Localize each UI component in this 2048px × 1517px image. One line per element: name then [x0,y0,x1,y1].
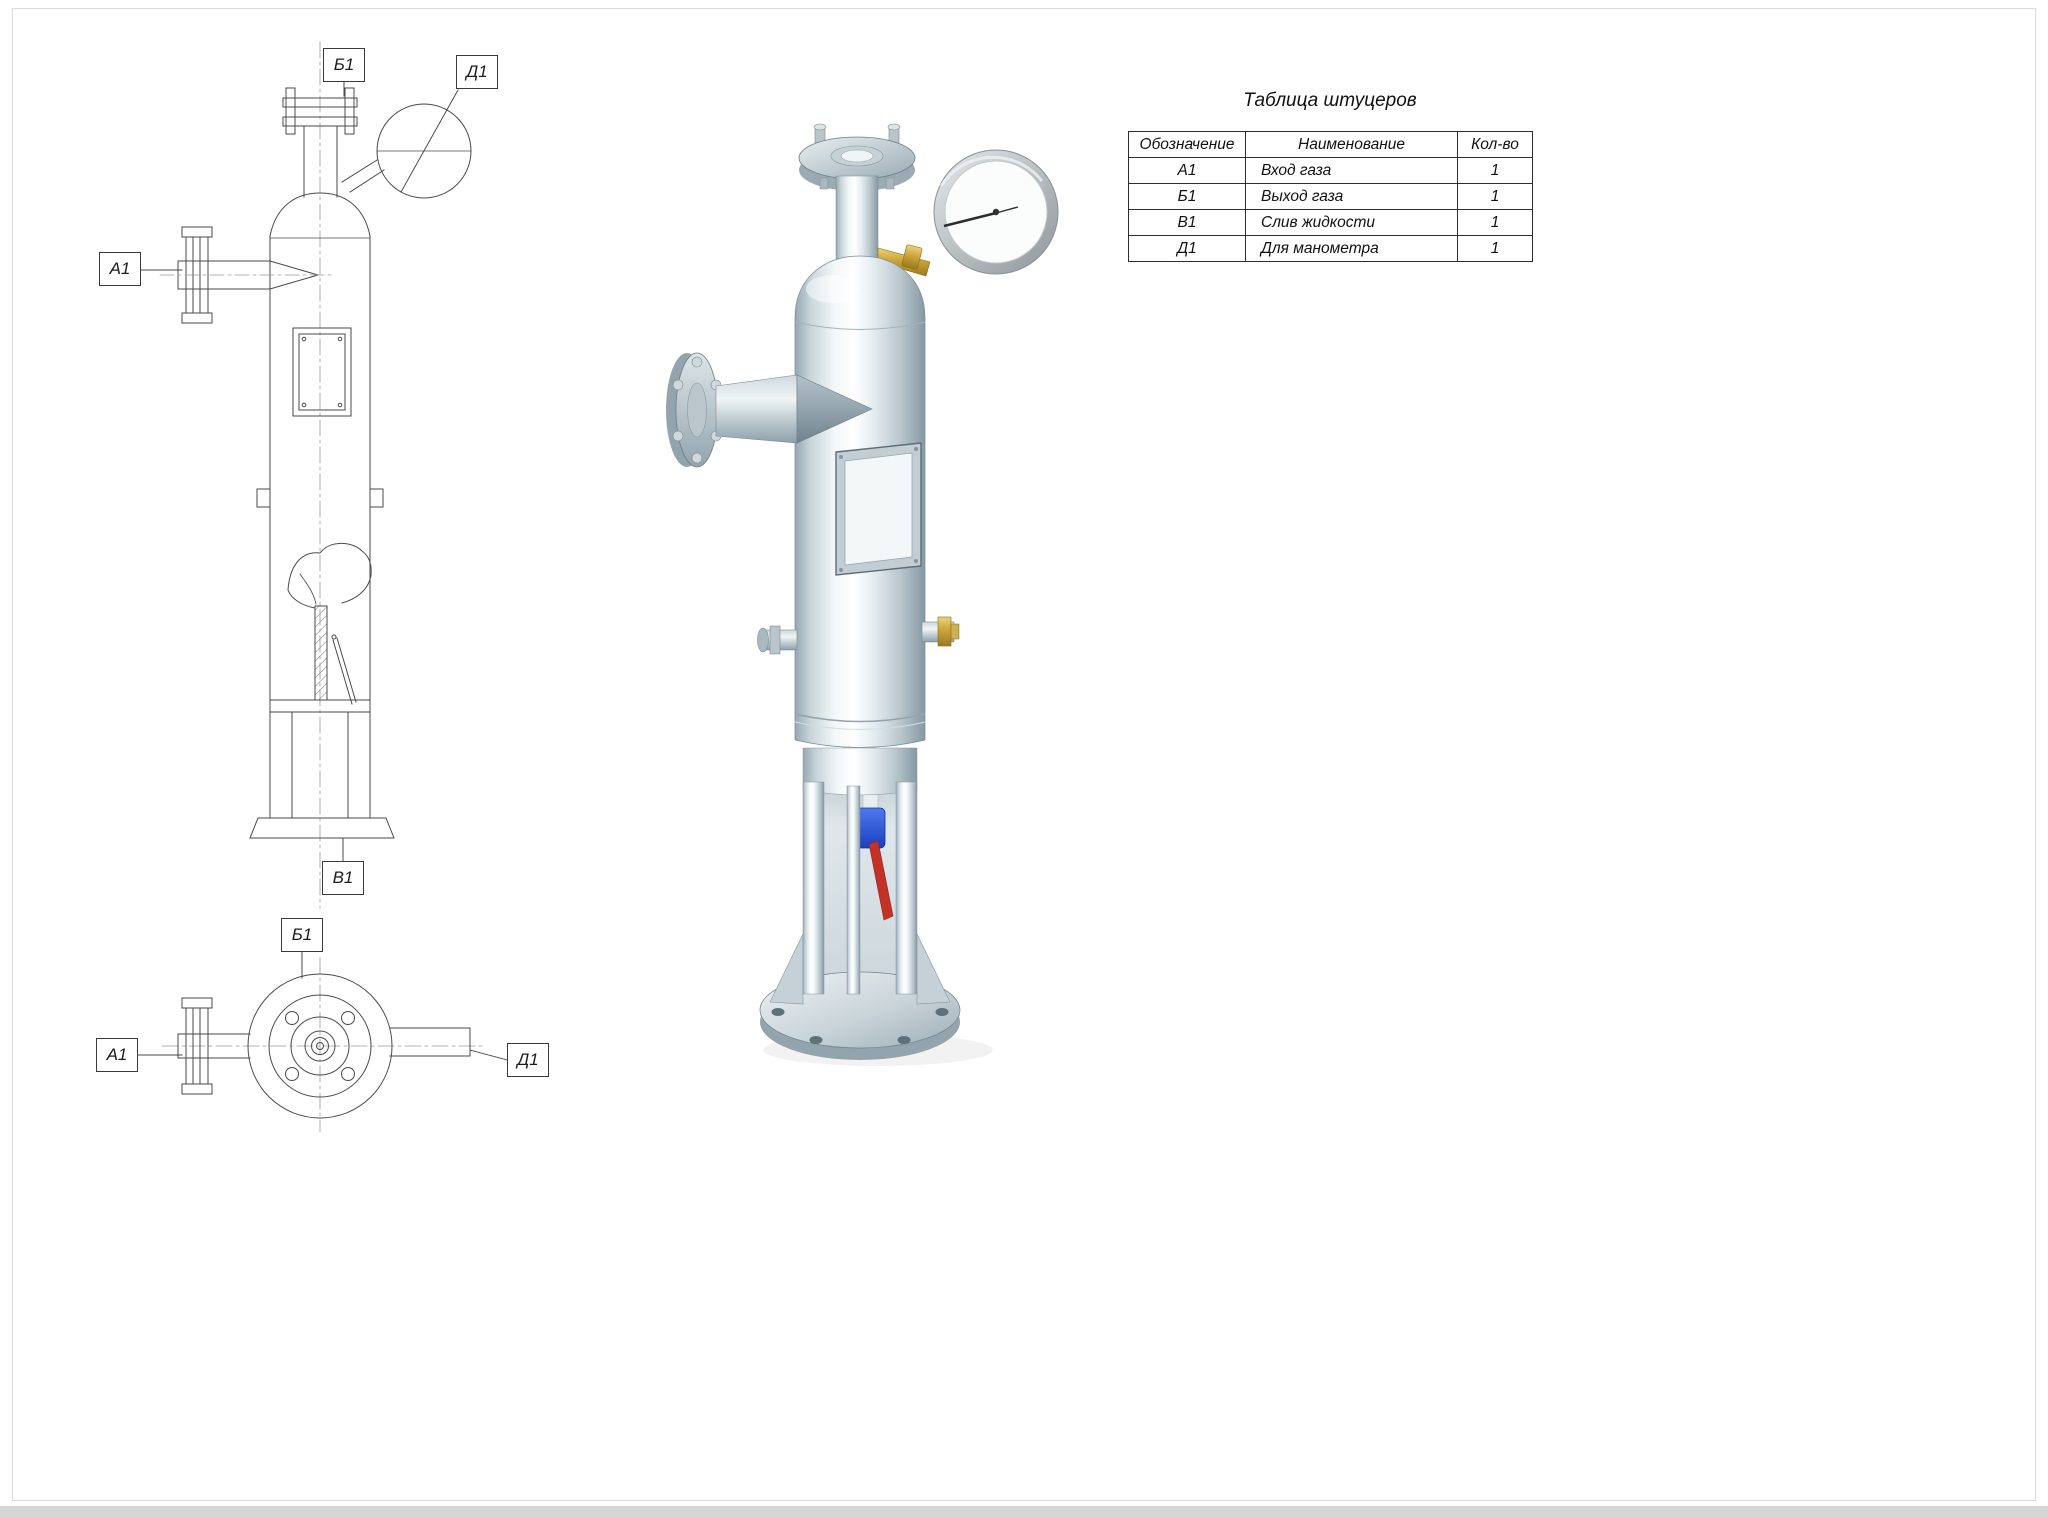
sight-glass-3d [835,442,922,576]
callout-b1-front: Б1 [323,48,365,82]
pressure-gauge-3d [933,149,1059,275]
top-flange-3d [798,123,916,191]
cell-qty: 1 [1457,157,1533,184]
table-row: Б1 Выход газа 1 [1128,183,1533,210]
table-row: В1 Слив жидкости 1 [1128,209,1533,236]
cell-name: Слив жидкости [1245,209,1458,236]
vessel-3d-render [666,123,1059,1066]
cell-name: Для манометра [1245,235,1458,262]
top-view-drawing [137,951,508,1133]
inlet-nozzle-3d [666,352,873,468]
valve-handle-3d [868,840,894,921]
level-coupling-right-3d [921,616,960,647]
nozzle-table-title: Таблица штуцеров [1243,90,1417,111]
gauge-fitting-3d [877,244,931,277]
table-row: А1 Вход газа 1 [1128,157,1533,184]
cell-name: Вход газа [1245,157,1458,184]
callout-a1-front: А1 [99,252,141,286]
cell-qty: 1 [1457,235,1533,262]
table-row: Д1 Для манометра 1 [1128,235,1533,262]
cell-code: Б1 [1128,183,1246,210]
cell-code: А1 [1128,157,1246,184]
col-header-designation: Обозначение [1128,131,1246,158]
col-header-qty: Кол-во [1457,131,1533,158]
front-view-drawing [140,41,472,909]
sheet-border [12,8,2036,1501]
level-coupling-left-3d [757,625,798,655]
cell-name: Выход газа [1245,183,1458,210]
callout-d1-top-view: Д1 [507,1043,549,1077]
table-header-row: Обозначение Наименование Кол-во [1128,131,1533,158]
nozzle-table: Таблица штуцеров Обозначение Наименовани… [1128,90,1533,262]
callout-a1-top-view: А1 [96,1038,138,1072]
callout-d1-front: Д1 [456,55,498,89]
cell-qty: 1 [1457,183,1533,210]
sheet-bottom-edge [0,1506,2048,1517]
callout-v1-front: В1 [322,861,364,895]
cell-qty: 1 [1457,209,1533,236]
col-header-name: Наименование [1245,131,1458,158]
cell-code: Д1 [1128,235,1246,262]
cell-code: В1 [1128,209,1246,236]
callout-b1-top-view: Б1 [281,918,323,952]
skirt-legs-3d [802,747,918,995]
